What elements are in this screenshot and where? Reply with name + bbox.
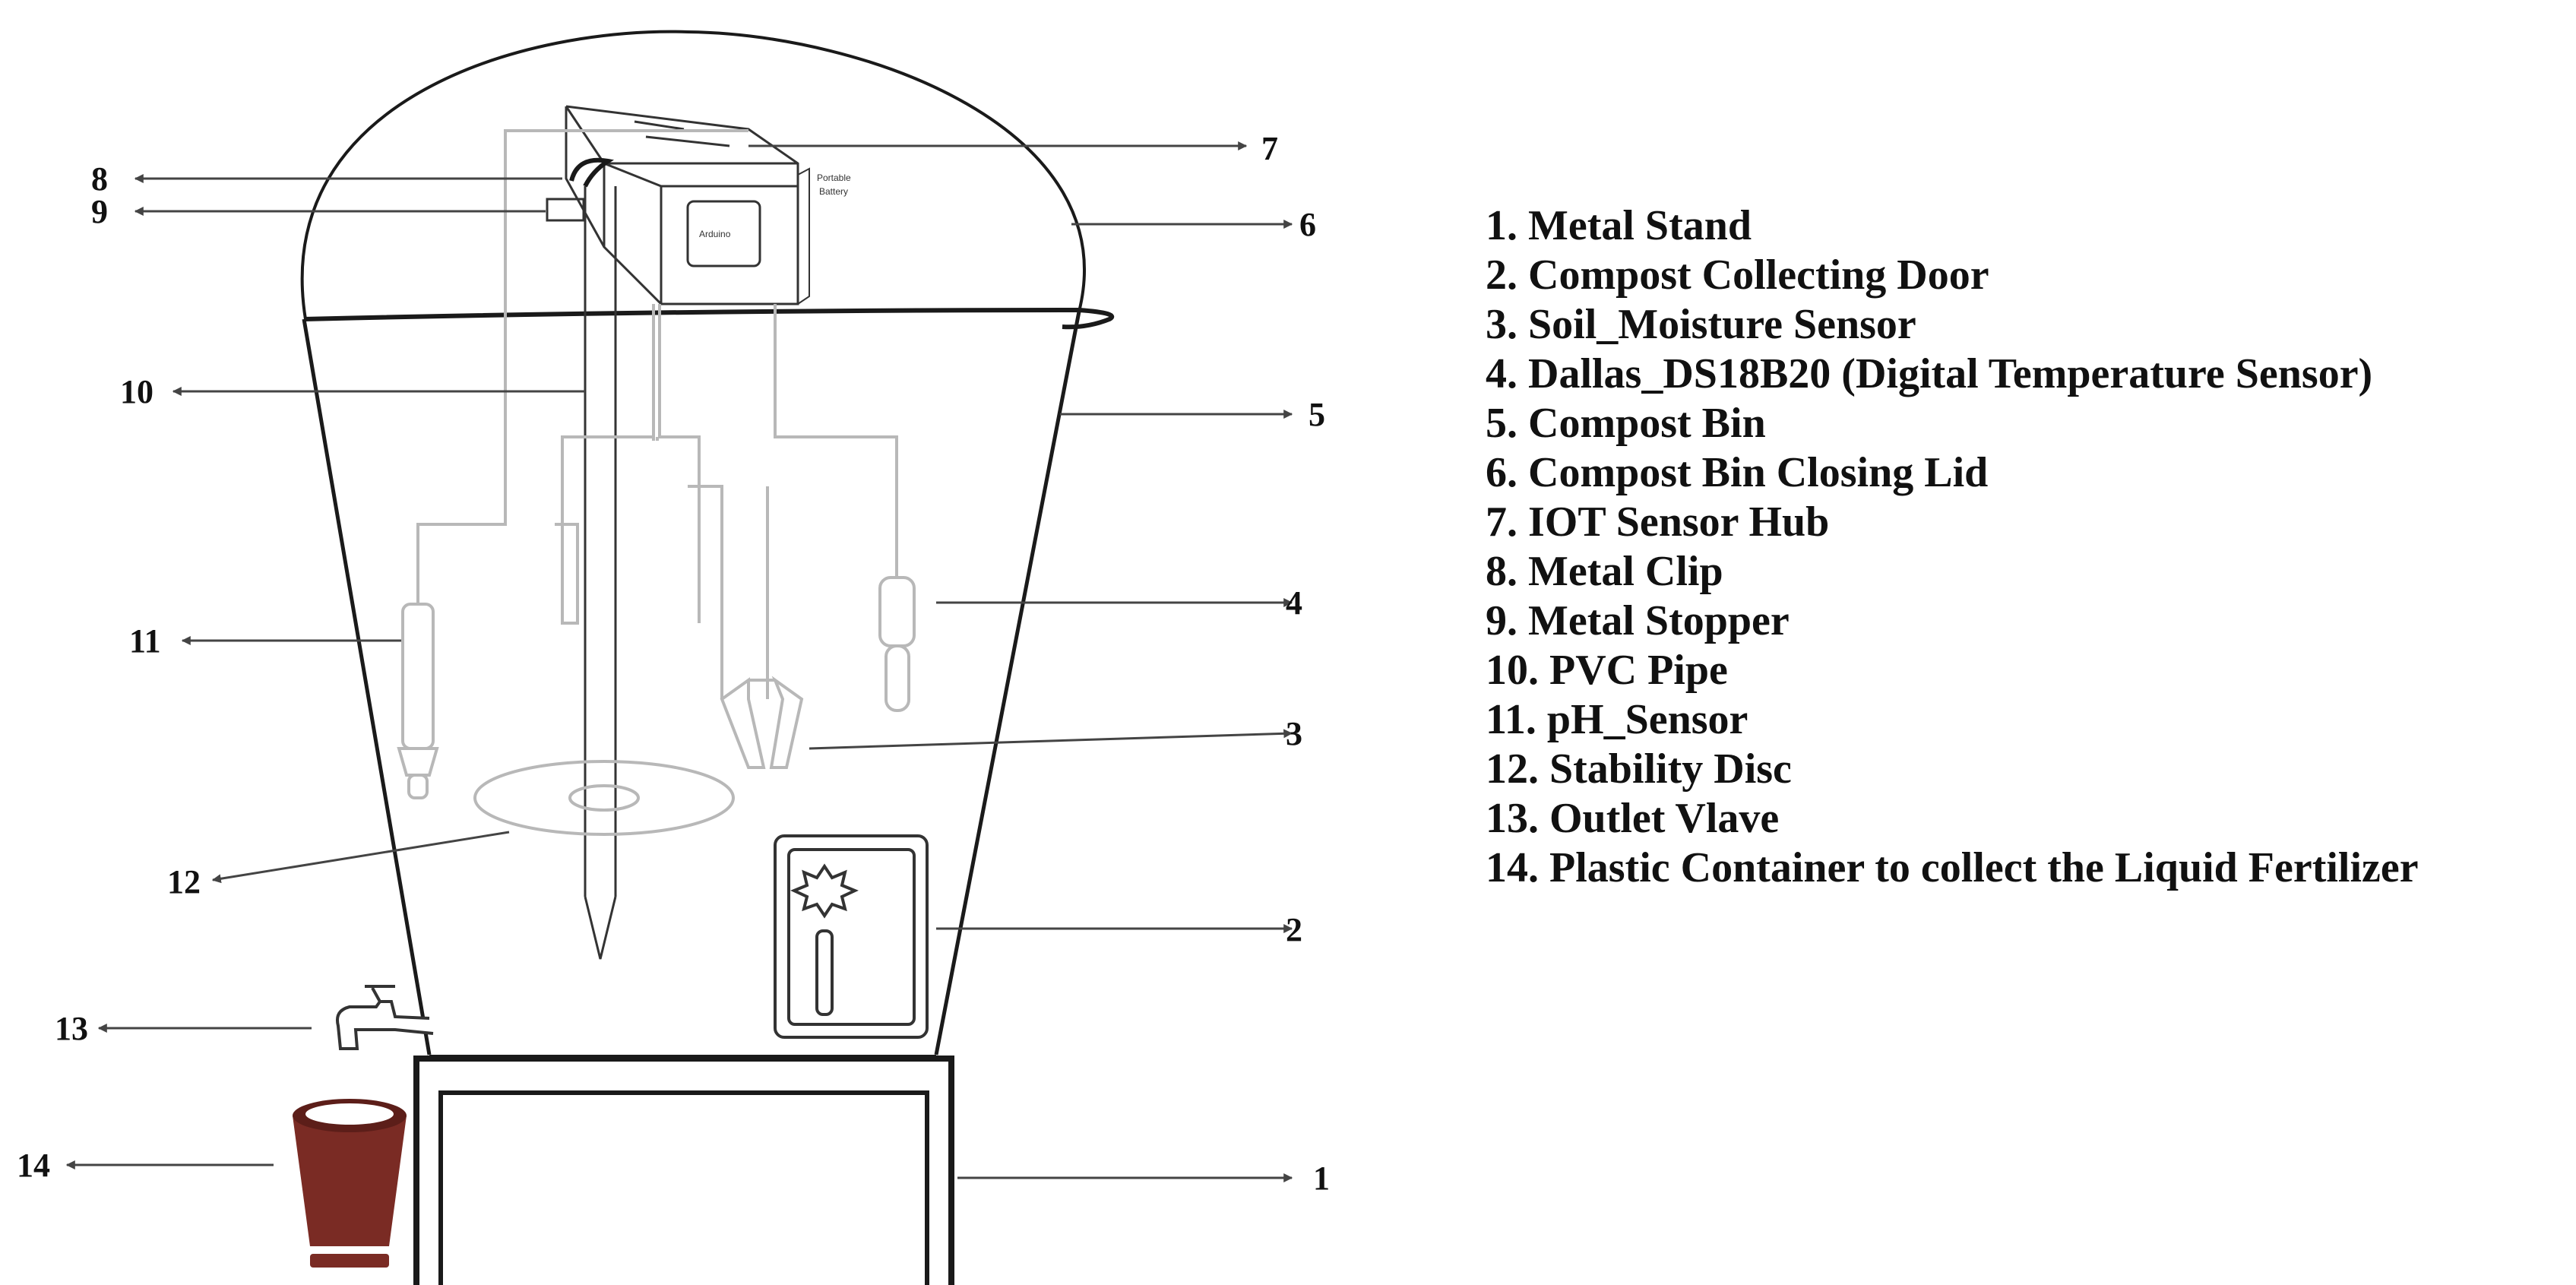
lid-rim (303, 307, 1115, 330)
plastic-container (293, 1099, 407, 1268)
parts-legend: 1. Metal Stand 2. Compost Collecting Doo… (1486, 201, 2565, 893)
compost-bin-body (302, 311, 1081, 1056)
legend-item-1: 1. Metal Stand (1486, 202, 1752, 249)
legend-item-13: 13. Outlet Vlave (1486, 795, 1780, 842)
iot-sensor-hub (565, 105, 799, 305)
legend-item-6: 6. Compost Bin Closing Lid (1486, 449, 1989, 496)
junction-block (561, 523, 579, 625)
callout-1: 1 (1313, 1160, 1330, 1197)
callout-5: 5 (1309, 396, 1325, 433)
legend-item-10: 10. PVC Pipe (1486, 647, 1728, 694)
metal-clip (569, 157, 615, 188)
legend-item-14: 14. Plastic Container to collect the Liq… (1486, 844, 2419, 891)
legend-item-3: 3. Soil_Moisture Sensor (1486, 301, 1916, 348)
pvc-pipe (584, 186, 617, 960)
callout-leaders (65, 141, 1293, 1182)
bin-closing-lid (300, 30, 1086, 320)
legend-item-7: 7. IOT Sensor Hub (1486, 498, 1830, 546)
legend-item-12: 12. Stability Disc (1486, 745, 1792, 793)
callout-11: 11 (129, 622, 161, 660)
legend-item-8: 8. Metal Clip (1486, 548, 1723, 595)
legend-item-4: 4. Dallas_DS18B20 (Digital Temperature S… (1486, 350, 2373, 397)
metal-stopper (546, 198, 585, 222)
legend-item-11: 11. pH_Sensor (1486, 696, 1748, 743)
compost-bin-diagram: Arduino Portable Battery (17, 30, 1330, 1285)
callout-14: 14 (17, 1147, 50, 1184)
ph-sensor (397, 603, 439, 799)
battery-pack (797, 167, 810, 305)
callout-3: 3 (1286, 715, 1302, 752)
callout-2: 2 (1286, 911, 1302, 948)
callout-7: 7 (1261, 130, 1278, 167)
callout-12: 12 (167, 863, 201, 900)
outlet-valve (336, 985, 434, 1050)
callout-13: 13 (55, 1010, 88, 1047)
legend-item-9: 9. Metal Stopper (1486, 597, 1790, 644)
temperature-sensor (878, 576, 916, 712)
callout-4: 4 (1286, 584, 1302, 622)
legend-item-2: 2. Compost Collecting Door (1486, 252, 1989, 299)
sensor-wires (416, 129, 898, 699)
compost-collecting-door (774, 834, 929, 1039)
battery-label-line2: Battery (819, 186, 848, 197)
callout-8: 8 (91, 160, 108, 198)
metal-stand (413, 1056, 954, 1285)
callout-10: 10 (120, 373, 153, 410)
arduino-label: Arduino (699, 229, 731, 239)
legend-item-5: 5. Compost Bin (1486, 400, 1766, 447)
stability-disc (473, 760, 735, 836)
callout-6: 6 (1299, 206, 1316, 243)
soil-moisture-sensor (720, 676, 804, 769)
battery-label-line1: Portable (817, 172, 851, 183)
callout-9: 9 (91, 193, 108, 230)
